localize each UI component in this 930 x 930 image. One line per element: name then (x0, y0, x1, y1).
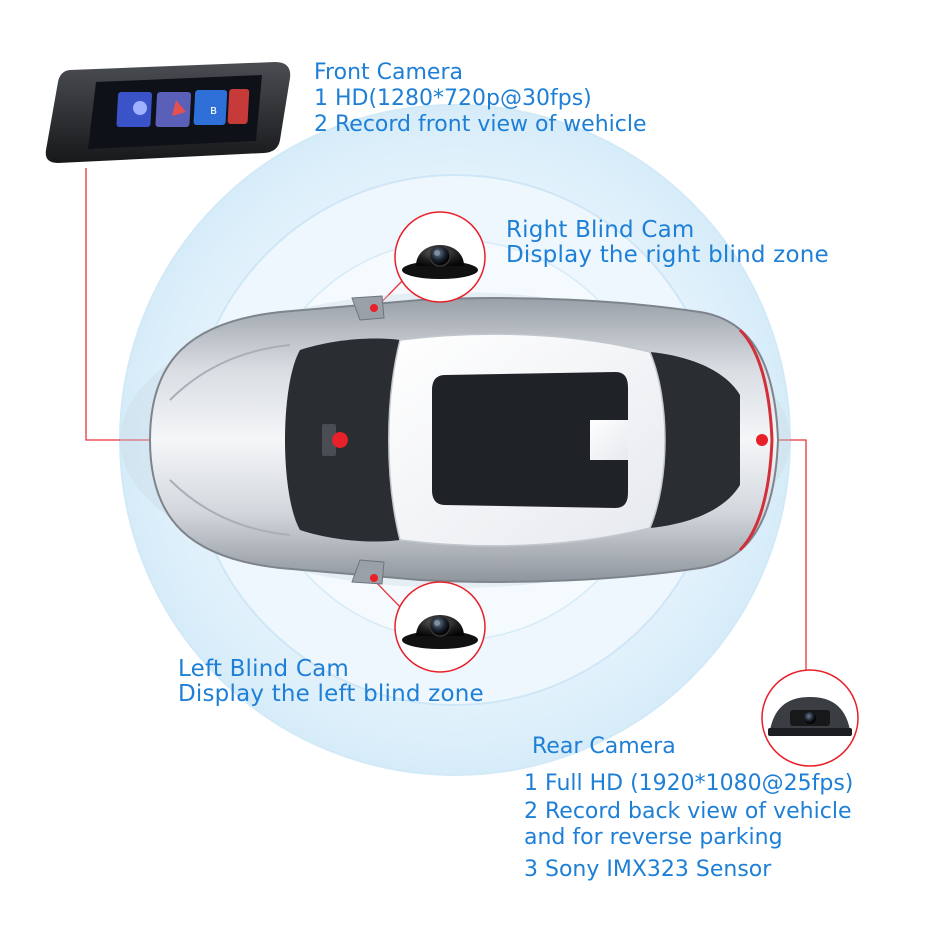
rear-camera-spec-2: 2 Record back view of vehicle (524, 799, 852, 824)
right-blind-cam-label: Right Blind Cam Display the right blind … (506, 219, 829, 267)
left-blind-camera-icon (394, 581, 486, 673)
rear-camera-label: Rear Camera 1 Full HD (1920*1080@25fps) … (524, 736, 853, 881)
left-mirror-marker (370, 574, 378, 582)
right-blind-cam-desc: Display the right blind zone (506, 242, 829, 268)
front-camera-label: Front Camera 1 HD(1280*720p@30fps) 2 Rec… (314, 62, 647, 136)
camera-markers (332, 304, 768, 582)
front-camera-spec-1: 1 HD(1280*720p@30fps) (314, 86, 592, 111)
left-blind-cam-desc: Display the left blind zone (178, 681, 484, 707)
left-blind-cam-title: Left Blind Cam (178, 656, 349, 682)
right-blind-cam-title: Right Blind Cam (506, 217, 695, 243)
right-mirror-marker (370, 304, 378, 312)
rear-camera-spec-1: 1 Full HD (1920*1080@25fps) (524, 771, 854, 796)
front-camera-title: Front Camera (314, 60, 463, 85)
left-blind-cam-label: Left Blind Cam Display the left blind zo… (178, 658, 484, 706)
right-blind-camera-icon (394, 211, 486, 303)
front-camera-marker (332, 432, 348, 448)
rear-camera-title: Rear Camera (532, 734, 676, 759)
rear-camera-marker (756, 434, 768, 446)
rear-camera-icon (761, 669, 859, 767)
dash-cam-mirror-icon: ʙ (45, 62, 291, 163)
svg-text:ʙ: ʙ (210, 103, 217, 117)
rear-camera-spec-3: and for reverse parking (524, 825, 783, 850)
car-top-view-icon (120, 292, 790, 588)
front-camera-spec-2: 2 Record front view of wehicle (314, 112, 647, 137)
rear-camera-spec-4: 3 Sony IMX323 Sensor (524, 857, 772, 882)
